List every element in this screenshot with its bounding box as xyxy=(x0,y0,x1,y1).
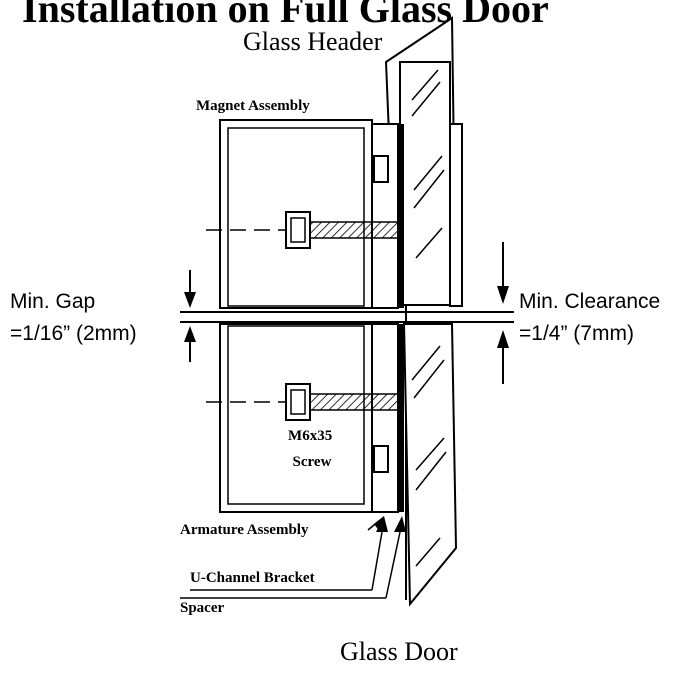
min-gap-arrows xyxy=(184,270,196,362)
glass-header-label: Glass Header xyxy=(243,27,383,56)
screw-label: M6x35 Screw xyxy=(288,428,336,470)
leader-lines xyxy=(180,516,406,599)
armature-assembly xyxy=(219,323,404,513)
diagram-title: Installation on Full Glass Door xyxy=(22,0,549,31)
min-clearance-arrows xyxy=(497,242,509,384)
screw-label-line1: M6x35 xyxy=(288,428,332,444)
min-gap-line1: Min. Gap xyxy=(10,290,95,313)
magnet-assembly-label: Magnet Assembly xyxy=(196,98,310,114)
upper-screw xyxy=(206,211,399,249)
screw-label-line2: Screw xyxy=(293,454,332,470)
glass-door-label: Glass Door xyxy=(340,637,458,666)
min-clearance-line2: =1/4” (7mm) xyxy=(519,322,634,345)
min-gap-line2: =1/16” (2mm) xyxy=(10,322,137,345)
min-clearance-label: Min. Clearance =1/4” (7mm) xyxy=(519,290,666,345)
u-channel-bracket-label: U-Channel Bracket xyxy=(190,570,315,586)
min-gap-label: Min. Gap =1/16” (2mm) xyxy=(10,290,137,345)
lower-screw xyxy=(206,383,399,421)
glass-door-panel xyxy=(402,323,458,607)
magnet-assembly xyxy=(219,119,404,309)
min-clearance-line1: Min. Clearance xyxy=(519,290,660,313)
armature-assembly-label: Armature Assembly xyxy=(180,522,309,538)
spacer-label: Spacer xyxy=(180,600,225,616)
gap-lines xyxy=(180,311,514,323)
